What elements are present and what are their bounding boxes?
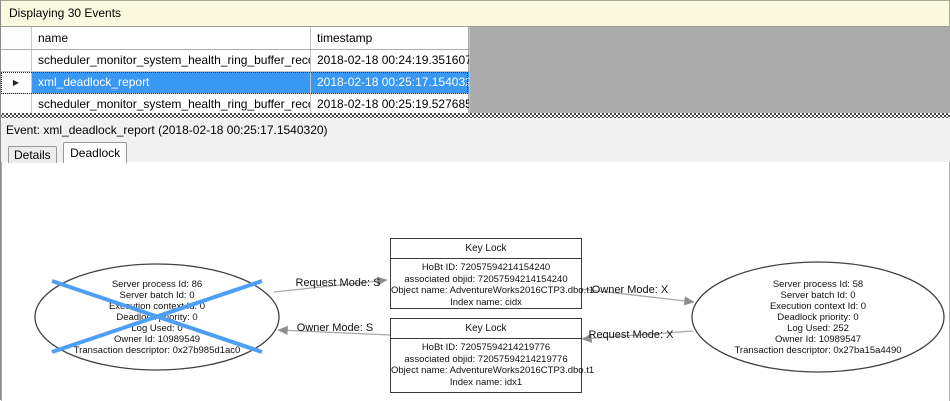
process-node-victim-text: Server process Id: 86 Server batch Id: 0… <box>37 279 277 356</box>
horizontal-splitter[interactable] <box>0 113 950 118</box>
edge-owner-x-arrow <box>580 288 695 306</box>
tab-details[interactable]: Details <box>8 146 57 163</box>
column-header-name[interactable]: name <box>32 27 311 49</box>
lock-node-top: Key Lock HoBt ID: 72057594214154240 asso… <box>390 238 595 309</box>
lock-attribute: HoBt ID: 72057594214154240 <box>421 262 551 273</box>
event-timestamp-cell[interactable]: 2018-02-18 00:25:17.1540320 <box>311 72 470 93</box>
process-attribute: Deadlock priority: 0 <box>777 312 859 323</box>
events-grid: name timestamp scheduler_monitor_system_… <box>1 27 470 116</box>
lock-attribute: associated objid: 72057594214154240 <box>404 273 568 285</box>
event-row[interactable]: scheduler_monitor_system_health_ring_buf… <box>1 94 470 116</box>
process-attribute: Server batch Id: 0 <box>780 290 856 301</box>
process-node-ellipse <box>691 261 945 373</box>
process-attribute: Transaction descriptor: 0x27b985d1ac0 <box>73 345 241 356</box>
event-timestamp-cell[interactable]: 2018-02-18 00:24:19.3516078 <box>311 50 470 71</box>
detail-tabstrip: Details Deadlock <box>0 142 950 163</box>
process-attribute: Server process Id: 86 <box>111 279 203 290</box>
grid-header-row: name timestamp <box>1 27 470 50</box>
edge-label-request-x: Request Mode: X <box>588 329 674 341</box>
process-attribute: Owner Id: 10989549 <box>113 334 201 345</box>
event-name-cell[interactable]: scheduler_monitor_system_health_ring_buf… <box>32 94 311 115</box>
current-row-indicator-icon: ▶ <box>12 78 20 87</box>
process-attribute: Owner Id: 10989547 <box>774 334 862 345</box>
process-attribute: Log Used: 0 <box>131 323 183 334</box>
tab-deadlock[interactable]: Deadlock <box>63 142 128 163</box>
row-selector-header[interactable] <box>1 27 32 49</box>
edge-label-owner-x: Owner Mode: X <box>591 284 669 296</box>
lock-node-title: Key Lock <box>391 319 581 339</box>
lock-attribute: Index name: idx1 <box>449 376 523 388</box>
events-count-header: Displaying 30 Events <box>0 0 950 27</box>
lock-attribute: associated objid: 72057594214219776 <box>404 353 568 365</box>
event-name-cell[interactable]: scheduler_monitor_system_health_ring_buf… <box>32 50 311 71</box>
edge-label-owner-s: Owner Mode: S <box>296 322 374 334</box>
column-header-timestamp[interactable]: timestamp <box>311 27 470 49</box>
event-name-cell[interactable]: xml_deadlock_report <box>32 72 311 93</box>
lock-attribute: HoBt ID: 72057594214219776 <box>421 342 551 353</box>
row-selector-cell[interactable]: ▶ <box>1 72 32 93</box>
edge-request-x-arrow <box>581 330 694 343</box>
edge-owner-s-arrow <box>277 325 391 336</box>
process-attribute: Transaction descriptor: 0x27ba15a4490 <box>734 345 902 356</box>
process-attribute: Server process Id: 58 <box>772 279 864 290</box>
lock-node-title: Key Lock <box>391 239 581 259</box>
edge-label-request-s: Request Mode: S <box>295 277 381 289</box>
process-attribute: Execution context Id: 0 <box>108 301 206 312</box>
row-selector-cell[interactable] <box>1 94 32 115</box>
process-attribute: Execution context Id: 0 <box>769 301 867 312</box>
event-row-selected[interactable]: ▶ xml_deadlock_report 2018-02-18 00:25:1… <box>1 72 470 94</box>
lock-attribute: Object name: AdventureWorks2016CTP3.dbo.… <box>391 365 595 376</box>
lock-node-bottom: Key Lock HoBt ID: 72057594214219776 asso… <box>390 318 595 393</box>
process-attribute: Log Used: 252 <box>787 323 849 334</box>
process-node-text: Server process Id: 58 Server batch Id: 0… <box>698 279 938 356</box>
edge-request-s-arrow <box>273 276 388 293</box>
event-row[interactable]: scheduler_monitor_system_health_ring_buf… <box>1 50 470 72</box>
lock-attribute: Index name: cidx <box>450 296 522 308</box>
window-left-border <box>0 0 1 400</box>
row-selector-cell[interactable] <box>1 50 32 71</box>
process-attribute: Deadlock priority: 0 <box>116 312 198 323</box>
event-timestamp-cell[interactable]: 2018-02-18 00:25:19.5276859 <box>311 94 470 115</box>
process-attribute: Server batch Id: 0 <box>119 290 195 301</box>
lock-attribute: Object name: AdventureWorks2016CTP3.dbo.… <box>391 285 595 296</box>
selected-event-label: Event: xml_deadlock_report (2018-02-18 0… <box>0 118 950 142</box>
